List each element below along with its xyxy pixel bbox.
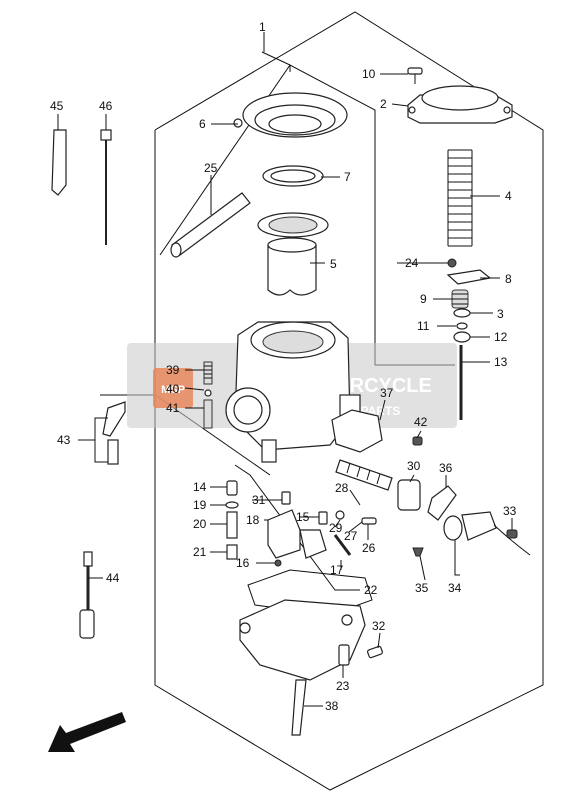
callout-labels: 1 2 3 4 5 6 7 8 9 10 11 12 13 14 15 16 1… bbox=[50, 20, 517, 713]
part-lever-43 bbox=[102, 401, 126, 465]
callout-18: 18 bbox=[246, 513, 260, 527]
callout-36: 36 bbox=[439, 461, 453, 475]
callout-40: 40 bbox=[166, 382, 180, 396]
callout-21: 21 bbox=[193, 545, 207, 559]
callout-11: 11 bbox=[417, 319, 430, 333]
callout-32: 32 bbox=[372, 619, 386, 633]
callout-7: 7 bbox=[344, 170, 351, 184]
part-screw-33 bbox=[506, 529, 518, 539]
callout-8: 8 bbox=[505, 272, 512, 286]
callout-16: 16 bbox=[236, 556, 250, 570]
callout-3: 3 bbox=[497, 307, 504, 321]
callout-46: 46 bbox=[99, 99, 113, 113]
callout-2: 2 bbox=[380, 97, 387, 111]
callout-4: 4 bbox=[505, 189, 512, 203]
part-top-cap-2 bbox=[407, 85, 513, 124]
callout-44: 44 bbox=[106, 571, 120, 585]
callout-19: 19 bbox=[193, 498, 207, 512]
callout-45: 45 bbox=[50, 99, 64, 113]
part-spring-4 bbox=[447, 149, 473, 247]
callout-25: 25 bbox=[204, 161, 218, 175]
callout-12: 12 bbox=[494, 330, 508, 344]
callout-34: 34 bbox=[448, 581, 462, 595]
part-spring-9 bbox=[451, 289, 469, 309]
callout-17: 17 bbox=[330, 563, 344, 577]
part-screw-31 bbox=[281, 491, 291, 505]
callout-41: 41 bbox=[166, 401, 180, 415]
callout-31: 31 bbox=[252, 493, 266, 507]
part-screw-10 bbox=[407, 67, 423, 84]
part-tube-38 bbox=[291, 679, 307, 736]
callout-33: 33 bbox=[503, 504, 517, 518]
callout-13: 13 bbox=[494, 355, 508, 369]
callout-26: 26 bbox=[362, 541, 376, 555]
part-starter-30 bbox=[335, 459, 421, 511]
front-direction-arrow-icon bbox=[48, 712, 126, 752]
watermark-logo: MSP bbox=[161, 384, 185, 396]
part-washers-3-11-12 bbox=[453, 308, 471, 343]
part-ring-7 bbox=[262, 165, 324, 187]
callout-30: 30 bbox=[407, 459, 421, 473]
callout-38: 38 bbox=[325, 699, 339, 713]
callout-43: 43 bbox=[57, 433, 71, 447]
callout-28: 28 bbox=[335, 481, 349, 495]
part-screw-42 bbox=[412, 436, 423, 446]
callout-37: 37 bbox=[380, 386, 394, 400]
watermark-logo-icon bbox=[153, 368, 193, 408]
part-rod-17 bbox=[333, 534, 352, 556]
part-clip-45 bbox=[51, 129, 67, 196]
callout-42: 42 bbox=[414, 415, 428, 429]
part-tie-46 bbox=[100, 129, 112, 245]
callout-20: 20 bbox=[193, 517, 207, 531]
callout-10: 10 bbox=[362, 67, 376, 81]
part-diaphragm-6 bbox=[233, 92, 348, 138]
callout-39: 39 bbox=[166, 363, 180, 377]
part-float-18 bbox=[267, 509, 327, 559]
part-screw-16 bbox=[274, 559, 282, 567]
callout-15: 15 bbox=[296, 510, 310, 524]
callout-22: 22 bbox=[364, 583, 378, 597]
callout-35: 35 bbox=[415, 581, 429, 595]
callout-6: 6 bbox=[199, 117, 206, 131]
callout-14: 14 bbox=[193, 480, 207, 494]
callout-24: 24 bbox=[405, 256, 419, 270]
part-hose-25 bbox=[170, 192, 251, 258]
part-holder-8 bbox=[446, 258, 492, 285]
part-carb-body bbox=[225, 321, 361, 463]
part-jets-14-19-20-21 bbox=[225, 480, 239, 560]
part-screw-35 bbox=[412, 547, 424, 557]
part-screw-32 bbox=[367, 645, 383, 659]
callout-5: 5 bbox=[330, 257, 337, 271]
callout-1: 1 bbox=[259, 20, 266, 34]
part-float-bowl bbox=[239, 599, 366, 681]
leader-lines bbox=[57, 32, 513, 707]
part-screws-27-29 bbox=[335, 510, 377, 525]
part-gasket-22 bbox=[247, 569, 373, 616]
callout-23: 23 bbox=[336, 679, 350, 693]
part-pilot-screws-39-40-41 bbox=[203, 361, 213, 429]
part-valve-34 bbox=[443, 511, 531, 556]
part-piston-5 bbox=[257, 212, 329, 296]
callout-27: 27 bbox=[344, 529, 358, 543]
part-screw-15 bbox=[318, 511, 328, 525]
callout-9: 9 bbox=[420, 292, 427, 306]
part-plate-36 bbox=[427, 485, 457, 521]
callout-29: 29 bbox=[329, 521, 343, 535]
part-screw-23 bbox=[338, 644, 350, 666]
part-cable-44 bbox=[79, 551, 95, 639]
part-cover-37 bbox=[331, 409, 383, 453]
